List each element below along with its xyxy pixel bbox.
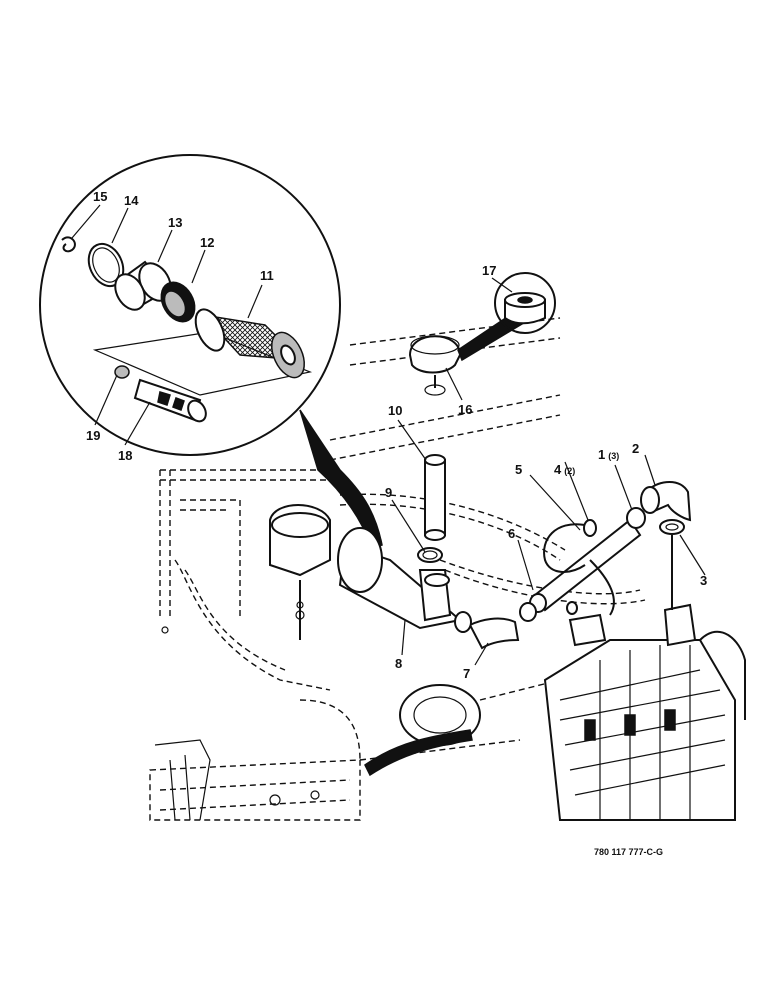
- callout-3: 3: [700, 573, 707, 588]
- hose-clamp-9: [417, 547, 443, 563]
- detail-view-circle: [39, 154, 383, 549]
- callout-10: 10: [388, 403, 402, 418]
- tube-6: [519, 518, 642, 622]
- callout-17: 17: [482, 263, 496, 278]
- seal-17: [494, 272, 556, 334]
- drawing-part-number: 780 117 777-C-G: [594, 847, 663, 857]
- callout-4: 4(2): [554, 462, 575, 477]
- callout-2: 2: [632, 441, 639, 456]
- elbow-hose-7: [454, 611, 520, 650]
- engine-pulley: [364, 684, 481, 777]
- callout-14: 14: [124, 193, 139, 208]
- tube-18: [133, 378, 207, 423]
- retaining-clip-15: [61, 236, 76, 253]
- gasket-3: [659, 519, 685, 610]
- callout-16: 16: [458, 402, 472, 417]
- hose-clamp-4: [566, 519, 597, 615]
- callout-6: 6: [508, 526, 515, 541]
- plug-19: [114, 365, 130, 379]
- clamp-1: [626, 507, 646, 529]
- mounting-bracket: [269, 504, 331, 640]
- callout-labels: 1(3) 2 3 4(2) 5 6 7 8 9 10 11 12 13 14 1…: [86, 189, 707, 681]
- callout-1: 1(3): [598, 447, 619, 462]
- leader-lines: [71, 204, 706, 666]
- air-cleaner-housing-8: [337, 527, 463, 630]
- gasket-12: [160, 281, 196, 323]
- engine-block: [543, 603, 746, 821]
- callout-7: 7: [463, 666, 470, 681]
- callout-15: 15: [93, 189, 107, 204]
- callout-5: 5: [515, 462, 522, 477]
- hose-5: [543, 523, 615, 616]
- callout-18: 18: [118, 448, 132, 463]
- elbow-2: [640, 481, 692, 522]
- callout-8: 8: [395, 656, 402, 671]
- callout-19: 19: [86, 428, 100, 443]
- pipe-10: [424, 454, 446, 541]
- callout-12: 12: [200, 235, 214, 250]
- callout-13: 13: [168, 215, 182, 230]
- callout-9: 9: [385, 485, 392, 500]
- filter-element-11: [194, 308, 305, 379]
- callout-11: 11: [260, 268, 274, 283]
